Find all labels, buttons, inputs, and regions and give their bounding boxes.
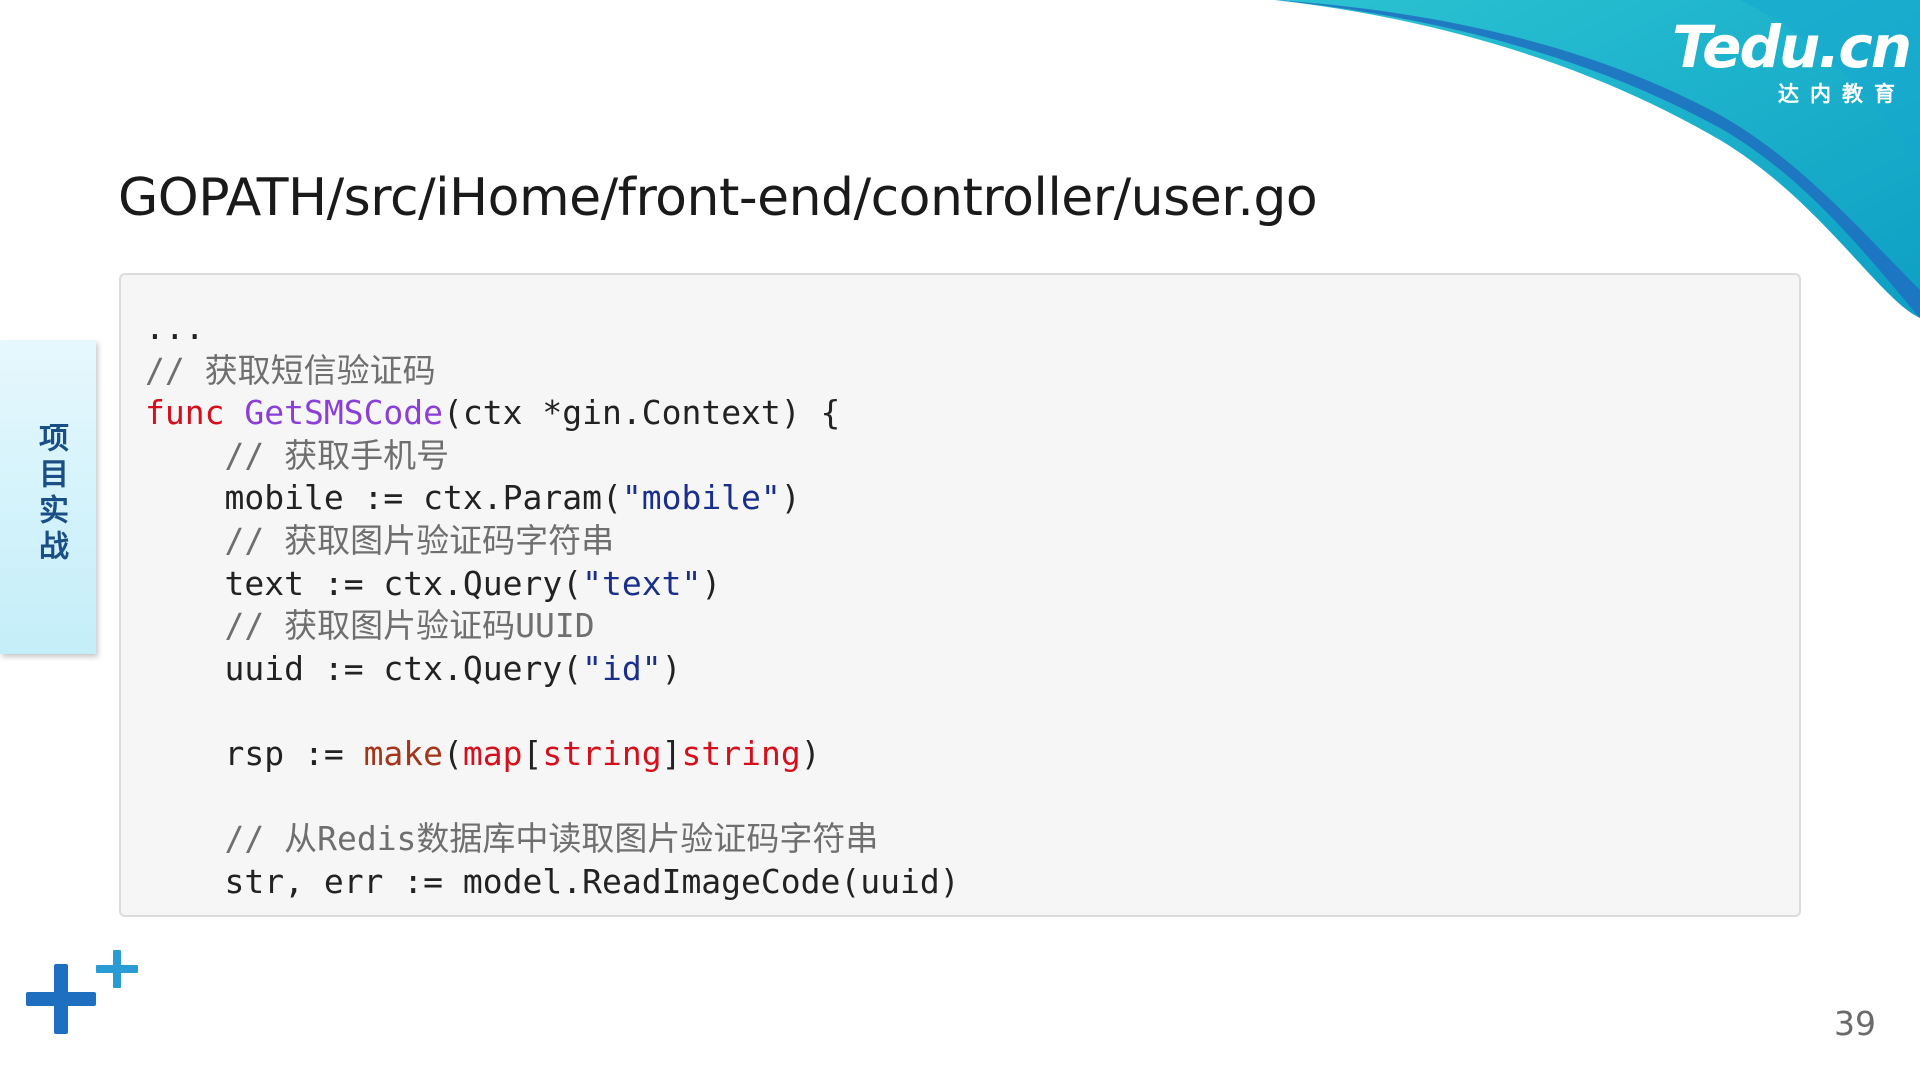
- section-tab: 项目实战: [0, 340, 96, 654]
- logo-subtitle: 达内教育: [1778, 82, 1906, 106]
- code-statement: mobile := ctx.Param(: [224, 478, 622, 518]
- code-listing: ... // 获取短信验证码 func GetSMSCode(ctx *gin.…: [145, 307, 960, 903]
- code-comment: // 从Redis数据库中读取图片验证码字符串: [224, 819, 879, 859]
- code-bracket: [: [522, 733, 543, 773]
- header-wave-decoration: [1275, 0, 1920, 318]
- code-type-string: string: [681, 733, 801, 773]
- code-paren: ): [701, 563, 722, 603]
- code-comment: // 获取手机号: [224, 435, 450, 475]
- code-statement: text := ctx.Query(: [224, 563, 583, 603]
- code-bracket: ]: [661, 733, 682, 773]
- code-ellipsis: ...: [145, 308, 205, 347]
- code-statement: str, err := model.ReadImageCode(uuid): [224, 861, 960, 901]
- slide-title: GOPATH/src/iHome/front-end/controller/us…: [118, 168, 1318, 228]
- tedu-logo: Tedu.cn 达内教育: [1640, 13, 1912, 108]
- code-keyword-func: func: [145, 393, 225, 433]
- code-comment: // 获取图片验证码UUID: [224, 606, 595, 646]
- code-comment: // 获取短信验证码: [145, 350, 436, 390]
- code-statement: uuid := ctx.Query(: [224, 648, 583, 688]
- code-paren: ): [780, 478, 801, 518]
- logo-wordmark: Tedu.cn: [1672, 13, 1912, 81]
- code-type-string: string: [542, 733, 662, 773]
- code-function-name: GetSMSCode: [244, 393, 444, 433]
- code-function-signature: (ctx *gin.Context) {: [443, 393, 841, 433]
- code-string-literal: "text": [582, 563, 702, 603]
- code-block: ... // 获取短信验证码 func GetSMSCode(ctx *gin.…: [119, 273, 1801, 917]
- code-keyword-map: map: [462, 733, 523, 773]
- code-comment: // 获取图片验证码字符串: [224, 520, 615, 560]
- code-paren: ): [800, 733, 821, 773]
- plus-decoration-icon: [26, 950, 138, 1034]
- code-string-literal: "mobile": [621, 478, 781, 518]
- page-number: 39: [1834, 1004, 1876, 1043]
- code-string-literal: "id": [582, 648, 662, 688]
- code-paren: (: [443, 733, 463, 773]
- code-builtin-make: make: [363, 733, 444, 773]
- code-paren: ): [661, 648, 682, 688]
- section-tab-label: 项目实战: [33, 422, 68, 566]
- code-statement: rsp :=: [224, 733, 364, 773]
